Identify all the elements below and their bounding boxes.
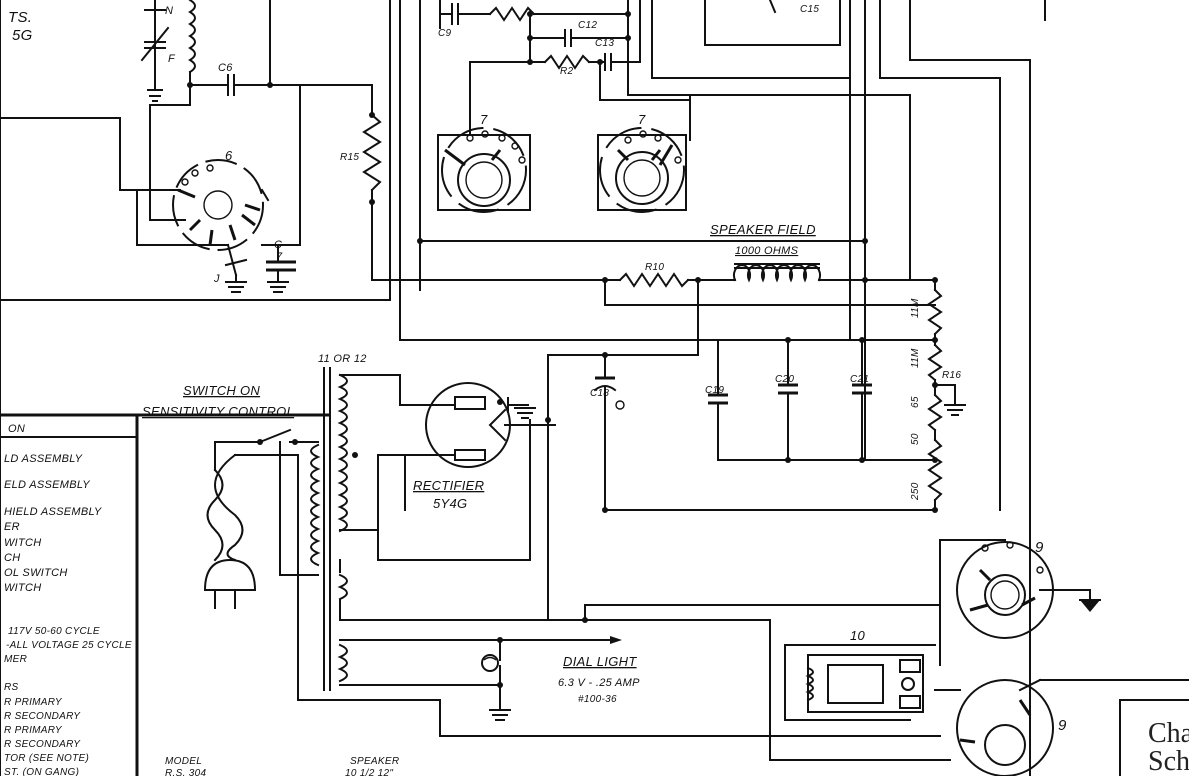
label-dial-part: #100-36 xyxy=(578,694,617,705)
title-fragment: TS. xyxy=(8,9,32,26)
label-c18: C18 xyxy=(590,388,609,399)
oscillator-section xyxy=(0,0,301,246)
label-c6: C6 xyxy=(218,62,233,74)
parts-list-item: HIELD ASSEMBLY xyxy=(4,506,102,518)
label-11m-b: 11M xyxy=(910,348,921,368)
label-tube-7a: 7 xyxy=(480,112,488,127)
parts-list-item: WITCH xyxy=(4,537,42,549)
label-c7-num: 7 xyxy=(276,251,283,263)
filter-capacitors xyxy=(593,337,936,513)
corner-text-2: Sch xyxy=(1148,746,1189,776)
label-sensitivity-control: SENSITIVITY CONTROL xyxy=(142,404,294,419)
upper-wiring xyxy=(0,0,936,341)
label-tube-9a: 9 xyxy=(1035,539,1044,556)
table-header-model: MODEL xyxy=(165,756,202,767)
note-item: -ALL VOLTAGE 25 CYCLE xyxy=(6,640,132,651)
label-c13: C13 xyxy=(595,38,614,49)
parts-list-item: ER xyxy=(4,521,20,533)
note-item: R SECONDARY xyxy=(4,739,81,750)
table-cell-speaker: 10 1/2 12" xyxy=(345,768,393,776)
label-r-50: 50 xyxy=(910,433,921,445)
parts-list-item: LD ASSEMBLY xyxy=(4,453,83,465)
label-c20: C20 xyxy=(775,374,794,385)
speaker-field-section xyxy=(547,263,938,621)
voltage-divider xyxy=(927,279,966,513)
label-j: J xyxy=(213,273,220,285)
label-r-65: 65 xyxy=(910,396,921,408)
label-tube-9b: 9 xyxy=(1058,717,1067,734)
title-fragment-sub: 5G xyxy=(12,27,33,44)
label-c12: C12 xyxy=(578,20,597,31)
label-c9: C9 xyxy=(438,28,452,39)
label-speaker-ohms: 1000 OHMS xyxy=(735,245,799,257)
note-item: 117V 50-60 CYCLE xyxy=(8,626,100,637)
notes-list: 117V 50-60 CYCLE -ALL VOLTAGE 25 CYCLE M… xyxy=(4,626,132,776)
power-transformer xyxy=(310,367,549,691)
label-dial-spec: 6.3 V - .25 AMP xyxy=(558,677,640,689)
label-c21: C21 xyxy=(850,374,869,385)
label-r10: R10 xyxy=(645,262,664,273)
tube-6-socket xyxy=(172,159,264,251)
note-item: R SECONDARY xyxy=(4,711,81,722)
label-c7: C xyxy=(274,239,282,251)
label-dial-light: DIAL LIGHT xyxy=(563,654,637,669)
table-header-speaker: SPEAKER xyxy=(350,756,399,767)
label-r16: R16 xyxy=(942,370,961,381)
note-item: R PRIMARY xyxy=(4,697,63,708)
dial-light xyxy=(439,617,941,737)
label-r-250: 250 xyxy=(910,482,921,501)
label-tube-10: 10 xyxy=(850,628,866,643)
label-f: F xyxy=(168,53,176,65)
label-n: N xyxy=(165,5,173,17)
label-c15: C15 xyxy=(800,4,819,15)
label-switch-on: SWITCH ON xyxy=(183,383,260,398)
parts-list: ON LD ASSEMBLY ELD ASSEMBLY HIELD ASSEMB… xyxy=(4,423,102,594)
label-r15: R15 xyxy=(340,152,359,163)
parts-list-item: ELD ASSEMBLY xyxy=(4,479,90,491)
parts-list-item: CH xyxy=(4,552,21,564)
ground-j-c7 xyxy=(224,188,296,293)
label-speaker-field: SPEAKER FIELD xyxy=(710,222,816,237)
rectifier-tube xyxy=(404,382,556,511)
parts-list-item: OL SWITCH xyxy=(4,567,68,579)
parts-list-item: WITCH xyxy=(4,582,42,594)
label-transformer: 11 OR 12 xyxy=(318,353,367,365)
note-item: R PRIMARY xyxy=(4,725,63,736)
power-switch-and-plug xyxy=(203,428,441,701)
note-item: MER xyxy=(4,654,27,665)
label-c19: C19 xyxy=(705,385,724,396)
label-rectifier: RECTIFIER xyxy=(413,478,484,493)
tube-7b-socket xyxy=(597,127,687,213)
label-rectifier-type: 5Y4G xyxy=(433,496,467,511)
label-tube-7b: 7 xyxy=(638,112,646,127)
parts-list-item: ON xyxy=(8,423,25,435)
note-item: RS xyxy=(4,682,19,693)
table-cell-model: R.S. 304 xyxy=(165,768,206,776)
top-rc-network xyxy=(439,0,1046,776)
corner-text-1: Cha xyxy=(1148,718,1189,749)
note-item: ST. (ON GANG) xyxy=(4,767,79,776)
label-r2: R2 xyxy=(560,66,574,77)
note-item: TOR (SEE NOTE) xyxy=(4,753,89,764)
label-tube-6: 6 xyxy=(225,148,233,163)
label-11m-a: 11M xyxy=(910,298,921,318)
tube-7a-socket xyxy=(437,127,531,213)
output-stage xyxy=(547,539,1189,776)
